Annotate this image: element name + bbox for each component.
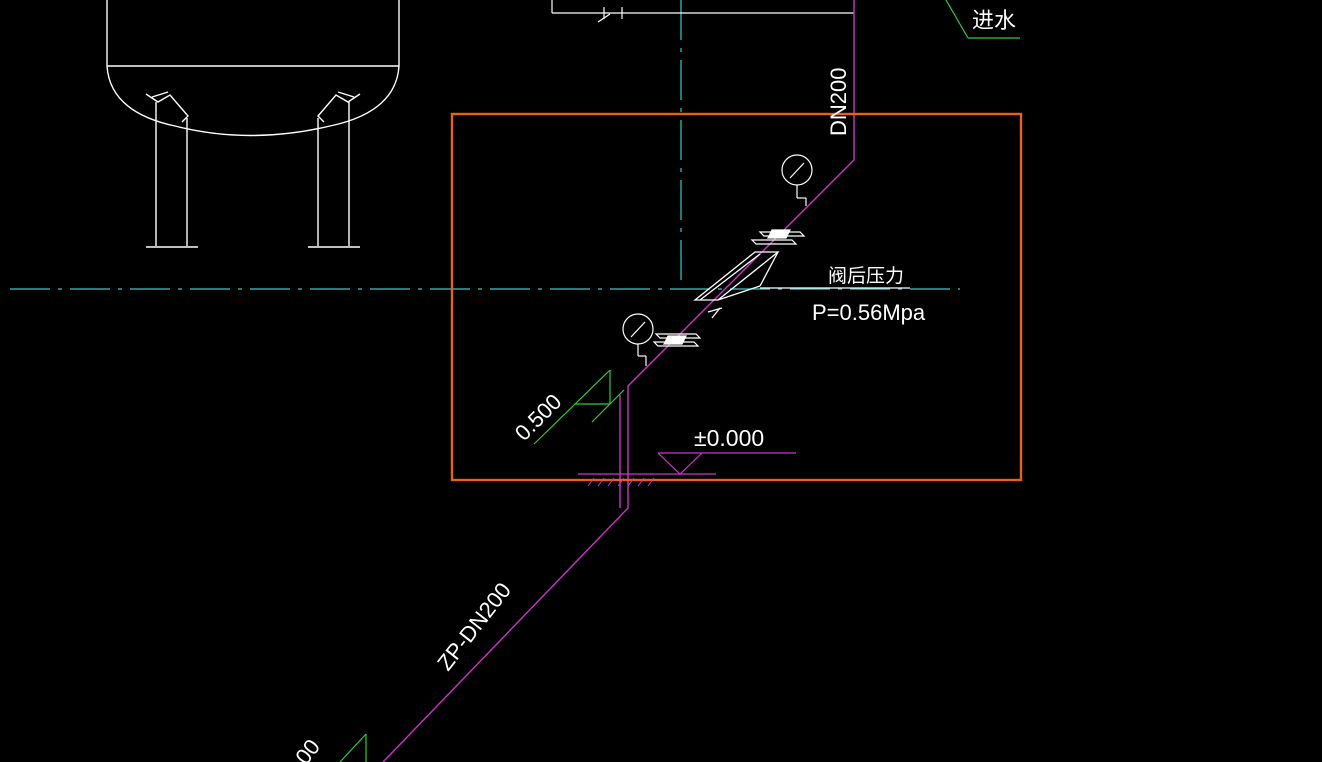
- ground-hatch: [587, 477, 655, 487]
- gate-valve-upper-icon: [750, 229, 806, 245]
- label-inlet-water: 进水: [972, 8, 1016, 33]
- label-elevation-pipe: 0.500: [510, 389, 567, 446]
- inlet-leader: [945, 0, 1020, 39]
- pressure-tank: [106, 0, 400, 137]
- label-elevation-floor: ±0.000: [694, 425, 764, 451]
- label-after-valve-pressure-value: P=0.56Mpa: [812, 300, 926, 325]
- gate-valve-lower-icon: [652, 333, 702, 347]
- pipe-main: [382, 0, 855, 762]
- tank-leg-left: [145, 91, 198, 248]
- label-pipe-lower: ZP-DN200: [432, 578, 516, 675]
- label-pipe-upper: DN200: [826, 68, 851, 136]
- elevation-mark-bottom: [339, 733, 367, 762]
- label-after-valve-pressure-title: 阀后压力: [828, 265, 904, 287]
- elevation-mark-0500: [533, 369, 625, 445]
- tank-leg-right: [308, 91, 361, 248]
- pressure-gauge-lower-icon: [622, 313, 654, 366]
- upper-branch-pipe: [551, 0, 854, 23]
- highlight-box: [450, 112, 1023, 482]
- label-bottom-cut: 00: [290, 734, 325, 762]
- pressure-reducing-valve-icon: [693, 251, 780, 319]
- pressure-gauge-upper-icon: [781, 154, 813, 206]
- elevation-mark-floor: [578, 452, 796, 475]
